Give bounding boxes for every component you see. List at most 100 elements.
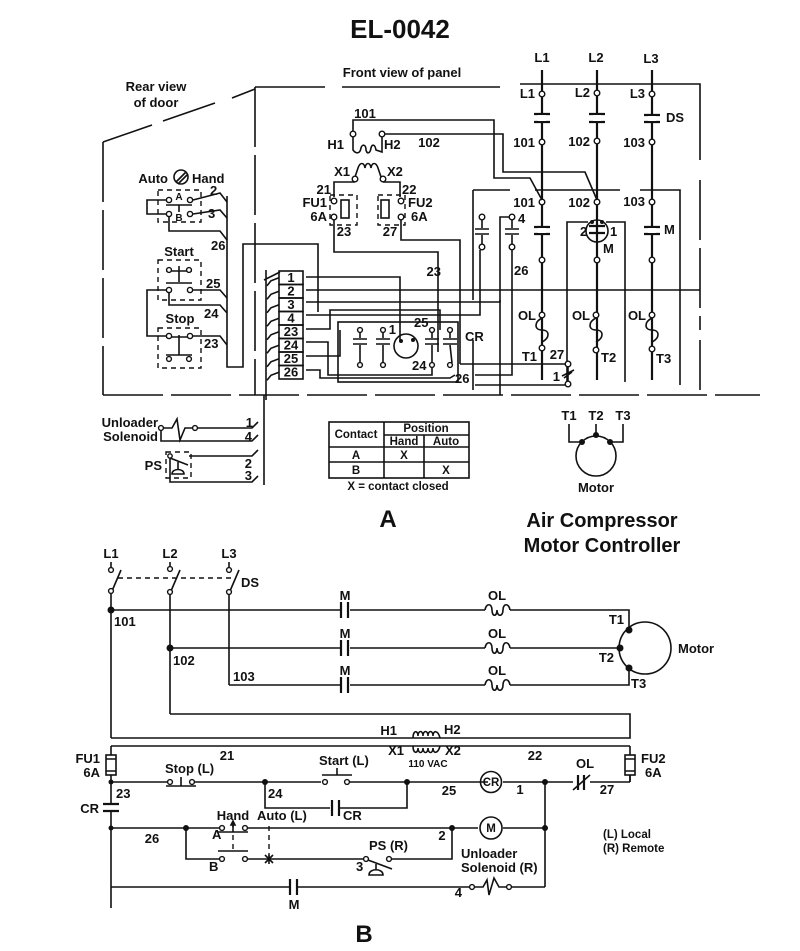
ps-label: PS bbox=[145, 458, 163, 473]
start-pushbutton[interactable] bbox=[157, 259, 202, 301]
selector-switch[interactable] bbox=[157, 189, 202, 223]
table-note: X = contact closed bbox=[347, 481, 448, 493]
table-col-auto: Auto bbox=[433, 436, 459, 448]
b-wire-25: 25 bbox=[442, 783, 456, 798]
wire-26-label: 26 bbox=[514, 263, 528, 278]
selector-knob-icon[interactable] bbox=[173, 169, 189, 185]
start-button-label: Start bbox=[164, 244, 194, 259]
selector-auto-label: Auto bbox=[138, 171, 168, 186]
aux-contact-4: 4 bbox=[518, 211, 526, 226]
legend-local: (L) Local bbox=[603, 829, 651, 841]
terminal-label: 3 bbox=[287, 297, 294, 312]
start-wire-24: 24 bbox=[204, 306, 219, 321]
b-xfmr-h2: H2 bbox=[444, 722, 461, 737]
table-header-position: Position bbox=[403, 423, 448, 435]
b-hand-auto-selector: Hand Auto (L) A B bbox=[209, 808, 307, 874]
door-operators: Auto Hand A B 2 3 26 Start 25 24 Stop bbox=[138, 169, 319, 369]
b-unloader-label-2: Solenoid (R) bbox=[461, 860, 538, 875]
pressure-switch bbox=[165, 451, 192, 479]
terminal-label: 2 bbox=[287, 284, 294, 299]
motor-a: T1 T2 T3 Motor bbox=[561, 408, 630, 495]
line-l1-label: L1 bbox=[534, 50, 549, 65]
wire-21: 21 bbox=[317, 182, 331, 197]
wire-101-top: 101 bbox=[513, 135, 535, 150]
b-m-coil: M bbox=[479, 816, 503, 840]
b-power-drops bbox=[110, 594, 230, 738]
wire-101-mid: 101 bbox=[513, 195, 535, 210]
document-id: EL-0042 bbox=[350, 14, 450, 44]
b-fu1-label: FU1 bbox=[75, 751, 100, 766]
b-wire-23: 23 bbox=[116, 786, 130, 801]
b-pressure-switch: PS (R) 3 bbox=[356, 838, 408, 876]
b-node-103: 103 bbox=[233, 669, 255, 684]
motor-a-t2: T2 bbox=[588, 408, 603, 423]
xfmr-x2: X2 bbox=[387, 164, 403, 179]
b-cr-contact-left: CR bbox=[80, 801, 99, 816]
m-coil-label: M bbox=[603, 241, 614, 256]
ds-l2-label: L2 bbox=[575, 85, 590, 100]
b-overloads: OL OL OL bbox=[484, 588, 511, 692]
cr-wire-26: 26 bbox=[455, 371, 469, 386]
b-fu1-rating: 6A bbox=[83, 765, 100, 780]
control-relay-cr: 1 25 24 26 CR bbox=[306, 250, 700, 386]
b-wire-27: 27 bbox=[600, 782, 614, 797]
b-cr-coil-label: CR bbox=[483, 777, 500, 789]
b-unloader-label-1: Unloader bbox=[461, 846, 517, 861]
b-node-102: 102 bbox=[173, 653, 195, 668]
terminal-label: 24 bbox=[284, 338, 299, 353]
b-wire-22: 22 bbox=[528, 748, 542, 763]
rear-view-label: Rear view bbox=[126, 79, 188, 94]
ol-contact-27: 27 bbox=[550, 347, 564, 362]
cr-label: CR bbox=[465, 329, 484, 344]
selector-wire-2: 2 bbox=[210, 183, 217, 198]
ol-contact-1: 1 bbox=[553, 369, 560, 384]
b-motor-t2: T2 bbox=[599, 650, 614, 665]
unloader-solenoid-symbol bbox=[160, 416, 259, 443]
front-view-label: Front view of panel bbox=[343, 65, 461, 80]
cr-wire-24: 24 bbox=[412, 358, 427, 373]
b-contact-b: B bbox=[209, 859, 218, 874]
motor-a-label: Motor bbox=[578, 480, 614, 495]
selector-wire-3: 3 bbox=[208, 206, 215, 221]
door-wire-bundle bbox=[226, 196, 319, 368]
ol-nc-contact bbox=[561, 367, 575, 381]
terminal-lead bbox=[266, 371, 280, 381]
terminal-lead bbox=[266, 358, 280, 368]
fu1-fuse bbox=[340, 199, 350, 219]
ps-wire-2: 2 bbox=[245, 456, 252, 471]
b-ol-contact-label: OL bbox=[576, 756, 594, 771]
fu2-holder bbox=[377, 194, 406, 226]
cr-coil-1: 1 bbox=[389, 322, 396, 337]
b-m-coil-label: M bbox=[486, 823, 496, 835]
door-edge-line bbox=[102, 88, 256, 143]
b-unloader-solenoid: 4 bbox=[455, 875, 513, 900]
selector-hand-label: Hand bbox=[192, 171, 225, 186]
b-wire-21: 21 bbox=[220, 748, 234, 763]
stop-button-label: Stop bbox=[166, 311, 195, 326]
terminal-lead bbox=[266, 317, 280, 327]
selector-wire-26: 26 bbox=[211, 238, 225, 253]
figure-a-label: A bbox=[379, 506, 396, 533]
ds-l1-label: L1 bbox=[520, 86, 535, 101]
terminal-lead bbox=[266, 290, 280, 300]
overload-heaters: OL OL OL bbox=[518, 308, 659, 354]
b-wire-2: 2 bbox=[438, 828, 445, 843]
b-auto-label: Auto (L) bbox=[257, 808, 307, 823]
xfmr-x1: X1 bbox=[334, 164, 350, 179]
stop-pushbutton[interactable] bbox=[157, 327, 202, 369]
diagram-a: Rear view of door Front view of panel L1… bbox=[102, 50, 760, 557]
ol1-label: OL bbox=[518, 308, 536, 323]
b-wire-1: 1 bbox=[516, 782, 523, 797]
b-m-aux-contact: M bbox=[289, 897, 300, 912]
b-ol-1: OL bbox=[488, 588, 506, 603]
motor-a-t3: T3 bbox=[615, 408, 630, 423]
t2-label: T2 bbox=[601, 350, 616, 365]
b-fu1: FU1 6A bbox=[75, 746, 117, 782]
cr-coil-symbol bbox=[393, 333, 419, 359]
m-coil-term-1: 1 bbox=[610, 224, 617, 239]
b-start-label: Start (L) bbox=[319, 753, 369, 768]
t3-label: T3 bbox=[656, 351, 671, 366]
terminal-label: 1 bbox=[287, 270, 294, 285]
b-line-l1: L1 bbox=[103, 546, 118, 561]
